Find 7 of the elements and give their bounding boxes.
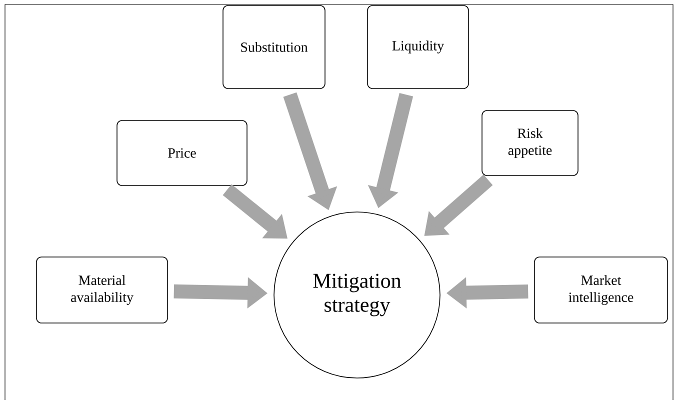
circle-node: Mitigation strategy	[274, 212, 440, 378]
text-box: Risk appetite	[482, 110, 578, 176]
text-box: Material availability	[36, 256, 168, 324]
text-box: Substitution	[222, 5, 326, 89]
text-box: Market intelligence	[534, 256, 668, 324]
text-box: Liquidity	[367, 5, 469, 89]
text-box: Price	[116, 120, 248, 186]
